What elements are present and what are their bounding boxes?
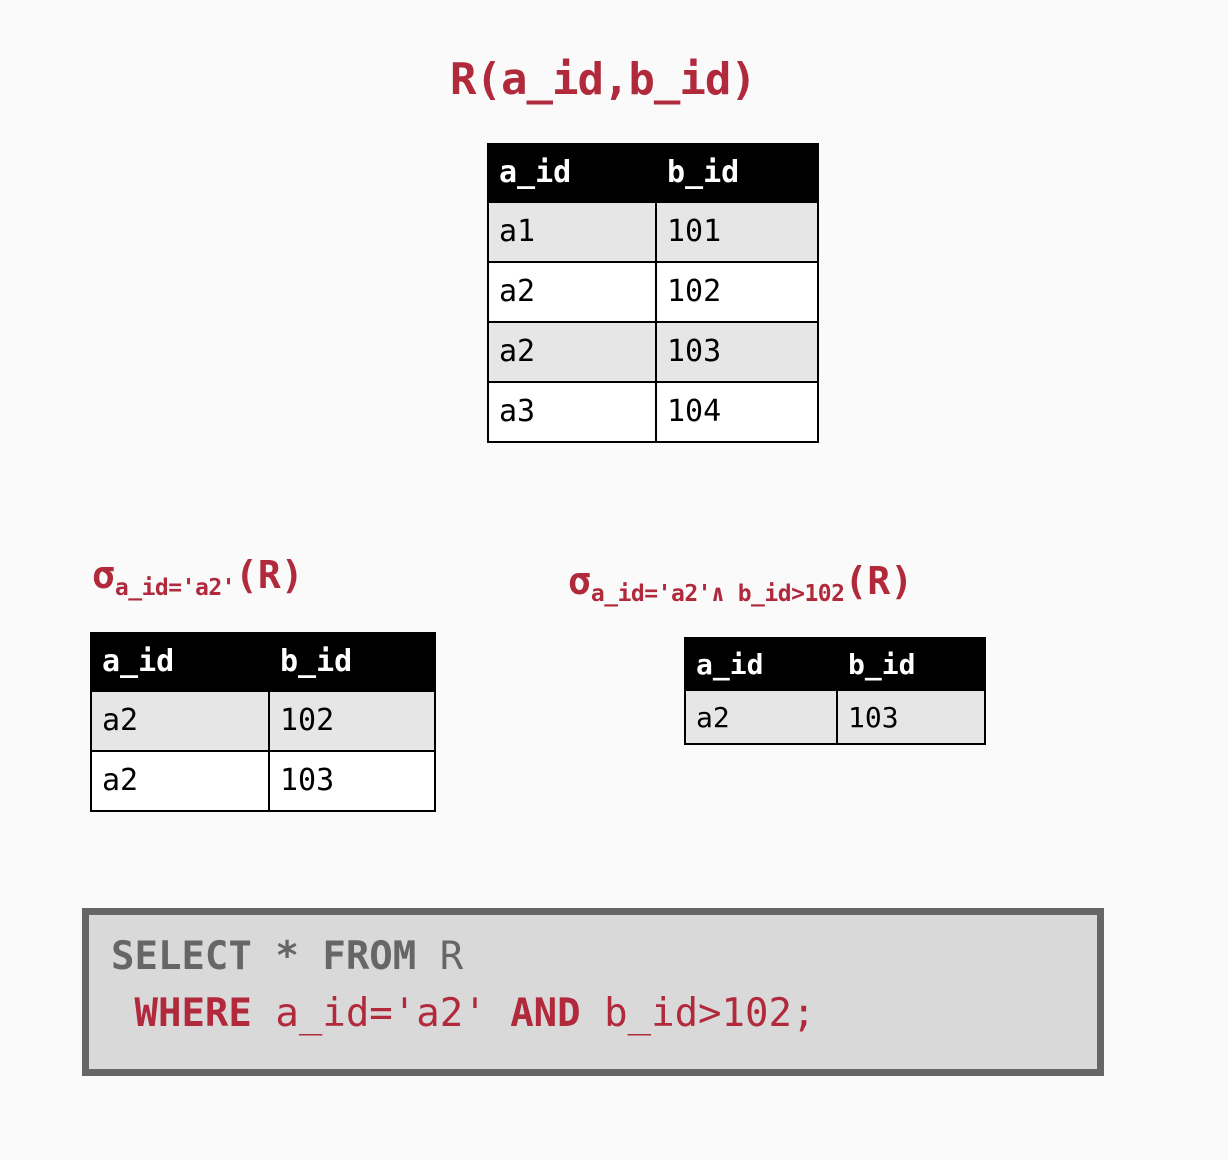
sql-space-3 xyxy=(416,934,439,979)
column-header-a-id: a_id xyxy=(487,143,657,203)
table-selection-2: a_id b_id a2 103 xyxy=(684,637,986,745)
column-header-a-id: a_id xyxy=(90,632,270,692)
selection-operand-2: (R) xyxy=(844,559,914,603)
sql-line-2: WHERE a_id='a2' AND b_id>102; xyxy=(111,986,1097,1043)
selection-predicate-2: a_id='a2'∧ b_id>102 xyxy=(590,581,845,607)
sql-space-2 xyxy=(299,934,322,979)
column-header-b-id: b_id xyxy=(655,143,819,203)
cell-a-id: a2 xyxy=(684,689,838,745)
cell-b-id: 104 xyxy=(655,381,819,443)
sql-keyword-select: SELECT xyxy=(111,934,252,979)
cell-b-id: 102 xyxy=(268,690,436,752)
column-header-b-id: b_id xyxy=(268,632,436,692)
table-selection-1: a_id b_id a2 102 a2 103 xyxy=(90,632,436,812)
cell-b-id: 103 xyxy=(655,321,819,383)
sql-space-6 xyxy=(581,991,604,1036)
cell-b-id: 103 xyxy=(268,750,436,812)
sql-star-token: * xyxy=(275,934,299,979)
column-header-a-id: a_id xyxy=(684,637,838,691)
sql-predicate-2: b_id>102; xyxy=(604,990,816,1036)
table-header-row: a_id b_id xyxy=(487,143,819,203)
sql-keyword-from: FROM xyxy=(322,934,417,979)
sql-line-1: SELECT * FROM R xyxy=(111,929,1097,986)
sql-space-5 xyxy=(487,991,510,1036)
table-header-row: a_id b_id xyxy=(684,637,986,691)
selection-operand-1: (R) xyxy=(235,553,304,597)
column-header-b-id: b_id xyxy=(836,637,986,691)
cell-b-id: 103 xyxy=(836,689,986,745)
cell-b-id: 101 xyxy=(655,201,819,263)
sql-space-4 xyxy=(252,991,275,1036)
table-row: a2 103 xyxy=(90,750,436,812)
sql-keyword-where: WHERE xyxy=(134,990,252,1036)
sql-keyword-and: AND xyxy=(510,990,581,1036)
cell-a-id: a2 xyxy=(487,321,657,383)
table-row: a3 104 xyxy=(487,381,819,443)
table-row: a2 102 xyxy=(90,690,436,752)
selection-predicate-1: a_id='a2' xyxy=(114,575,236,601)
sql-space-1 xyxy=(252,934,275,979)
sql-indent xyxy=(111,991,134,1036)
table-row: a1 101 xyxy=(487,201,819,263)
cell-b-id: 102 xyxy=(655,261,819,323)
table-row: a2 102 xyxy=(487,261,819,323)
cell-a-id: a2 xyxy=(487,261,657,323)
sql-predicate-1: a_id='a2' xyxy=(275,990,487,1036)
selection-label-1: σa_id='a2'(R) xyxy=(92,553,304,600)
selection-label-2: σa_id='a2'∧ b_id>102(R) xyxy=(568,559,914,606)
cell-a-id: a1 xyxy=(487,201,657,263)
table-relation-r: a_id b_id a1 101 a2 102 a2 103 a3 104 xyxy=(487,143,819,443)
table-header-row: a_id b_id xyxy=(90,632,436,692)
table-row: a2 103 xyxy=(487,321,819,383)
sql-table-name: R xyxy=(439,934,464,979)
cell-a-id: a2 xyxy=(90,690,270,752)
cell-a-id: a2 xyxy=(90,750,270,812)
relation-caption-r: R(a_id,b_id) xyxy=(450,54,757,105)
cell-a-id: a3 xyxy=(487,381,657,443)
sigma-icon: σ xyxy=(568,559,591,603)
table-row: a2 103 xyxy=(684,689,986,745)
sigma-icon: σ xyxy=(92,553,115,597)
sql-code-block: SELECT * FROM R WHERE a_id='a2' AND b_id… xyxy=(82,908,1104,1076)
